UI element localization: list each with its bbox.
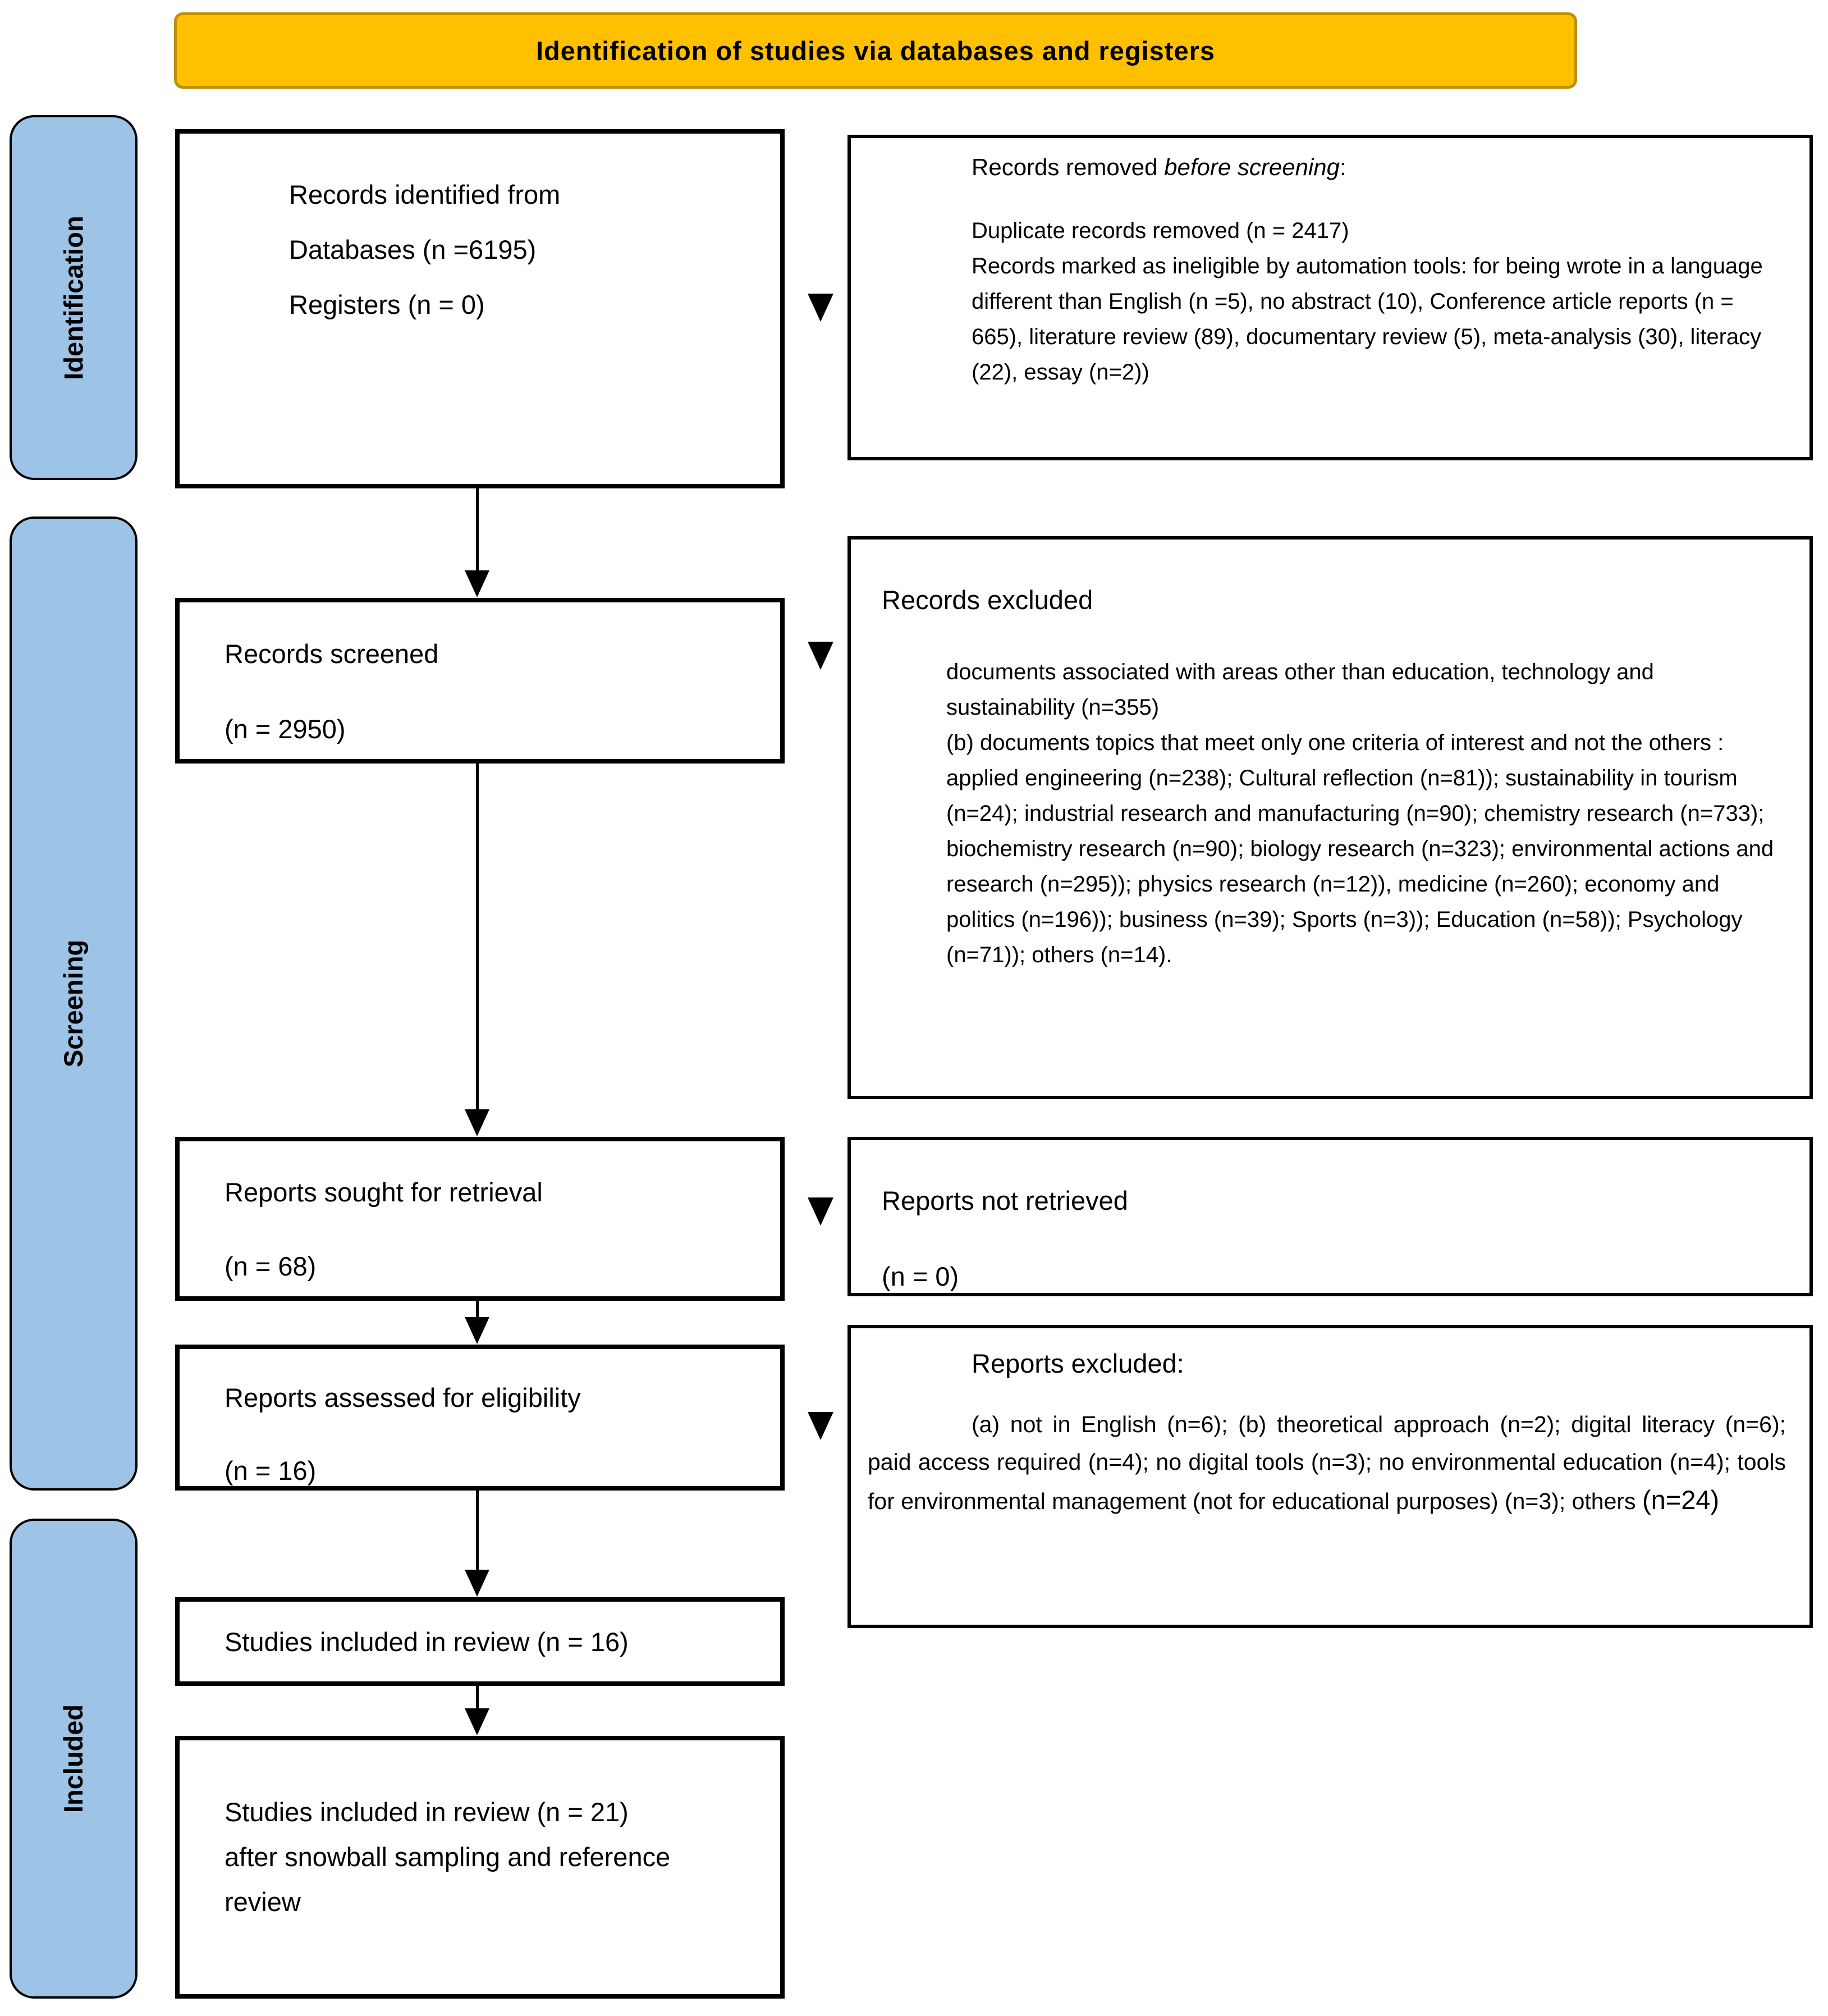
box-records-removed: Records removed before screening: Duplic… <box>847 135 1813 460</box>
arrow-line-included-to-snowball <box>476 1686 479 1711</box>
arrowhead-included-to-snowball <box>465 1708 489 1735</box>
reports-assessed-line1: Reports assessed for eligibility <box>225 1383 581 1412</box>
arrowhead-assessed-to-included <box>465 1570 489 1597</box>
box-reports-not-retrieved: Reports not retrieved (n = 0) <box>847 1137 1813 1296</box>
studies-included-line1: Studies included in review (n = 16) <box>225 1626 629 1657</box>
stage-screening-label: Screening <box>58 939 89 1068</box>
box-studies-snowball: Studies included in review (n = 21) afte… <box>175 1736 785 1999</box>
box-records-excluded: Records excluded documents associated wi… <box>847 536 1813 1099</box>
arrow-line-screened-to-sought <box>476 764 479 1112</box>
arrowhead-screened-to-sought <box>465 1109 489 1136</box>
banner-title: Identification of studies via databases … <box>174 12 1577 89</box>
arrowhead-to-reports-excluded <box>808 1412 833 1440</box>
arrowhead-identified-to-screened <box>465 570 489 597</box>
records-excluded-heading: Records excluded <box>882 585 1093 615</box>
box-records-screened: Records screened (n = 2950) <box>175 598 785 764</box>
reports-excluded-body-tail: (n=24) <box>1642 1485 1720 1515</box>
box-records-identified: Records identified from Databases (n =61… <box>175 129 785 488</box>
arrow-line-assessed-to-included <box>476 1491 479 1572</box>
records-removed-heading: Records removed before screening: <box>972 154 1787 181</box>
box-studies-included: Studies included in review (n = 16) <box>175 1597 785 1686</box>
arrow-line-identified-to-screened <box>476 488 479 573</box>
reports-excluded-body-text: (a) not in English (n=6); (b) theoretica… <box>868 1411 1786 1514</box>
records-screened-line2: (n = 2950) <box>225 714 346 744</box>
stage-included-label: Included <box>58 1704 89 1813</box>
records-removed-heading-italic: before screening <box>1164 154 1340 180</box>
arrowhead-to-records-removed <box>808 294 833 322</box>
box-reports-assessed: Reports assessed for eligibility (n = 16… <box>175 1345 785 1491</box>
reports-excluded-heading: Reports excluded: <box>972 1348 1184 1378</box>
records-removed-item1: Duplicate records removed (n = 2417) <box>972 218 1349 243</box>
reports-not-retrieved-line2: (n = 0) <box>882 1261 959 1291</box>
studies-snowball-text: Studies included in review (n = 21) afte… <box>225 1797 671 1917</box>
records-screened-line1: Records screened <box>225 639 439 669</box>
records-removed-heading-suffix: : <box>1340 154 1346 180</box>
reports-sought-line1: Reports sought for retrieval <box>225 1177 543 1207</box>
stage-identification-label: Identification <box>58 215 89 380</box>
stage-included: Included <box>10 1519 138 1999</box>
arrowhead-to-records-excluded <box>808 642 833 670</box>
box-reports-sought: Reports sought for retrieval (n = 68) <box>175 1137 785 1301</box>
reports-not-retrieved-line1: Reports not retrieved <box>882 1186 1128 1215</box>
banner-title-text: Identification of studies via databases … <box>535 35 1216 66</box>
arrowhead-sought-to-assessed <box>465 1317 489 1344</box>
records-identified-line3: Registers (n = 0) <box>289 290 485 319</box>
arrow-line-sought-to-assessed <box>476 1301 479 1320</box>
records-identified-line1: Records identified from <box>289 180 561 209</box>
records-removed-heading-prefix: Records removed <box>972 154 1165 180</box>
reports-excluded-body: (a) not in English (n=6); (b) theoretica… <box>868 1406 1786 1520</box>
records-removed-item2: Records marked as ineligible by automati… <box>972 254 1763 385</box>
stage-screening: Screening <box>10 516 138 1491</box>
stage-identification: Identification <box>10 115 138 480</box>
arrowhead-to-reports-not-retrieved <box>808 1197 833 1226</box>
reports-assessed-line2: (n = 16) <box>225 1456 317 1485</box>
box-reports-excluded: Reports excluded: (a) not in English (n=… <box>847 1325 1813 1628</box>
records-excluded-body: documents associated with areas other th… <box>946 660 1774 967</box>
records-identified-line2: Databases (n =6195) <box>289 235 537 264</box>
reports-sought-line2: (n = 68) <box>225 1251 317 1281</box>
records-removed-body: Duplicate records removed (n = 2417) Rec… <box>972 213 1787 390</box>
